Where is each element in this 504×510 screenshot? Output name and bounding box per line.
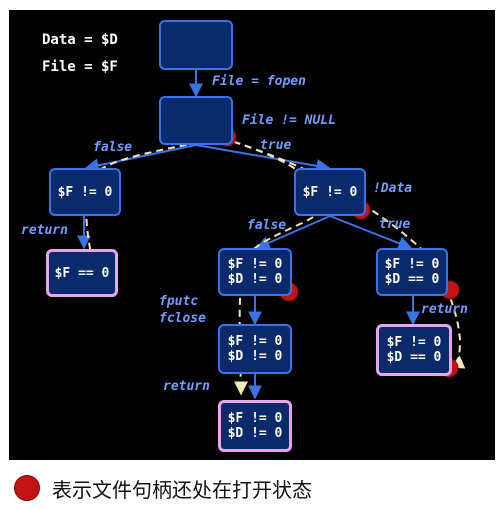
node-after-fputc: $F != 0 $D != 0: [218, 324, 292, 374]
edge-false1: [84, 144, 197, 173]
label-fopen: File = fopen: [212, 74, 306, 89]
node-return-right: $F != 0 $D == 0: [376, 324, 452, 376]
node-return-bottom: $F != 0 $D != 0: [218, 400, 292, 452]
legend-text: 表示文件句柄还处在打开状态: [52, 477, 312, 502]
node-f-null-return: $F == 0: [46, 249, 118, 297]
node-line: $D == 0: [384, 272, 440, 287]
node-line: $D != 0: [227, 426, 283, 441]
var-file: File = $F: [42, 59, 118, 75]
node-f-not-null-left: $F != 0: [49, 168, 121, 216]
legend-marker-icon: [14, 475, 40, 501]
node-line: $F != 0: [302, 184, 358, 200]
node-line: $F != 0: [227, 257, 283, 272]
node-line: $F != 0: [227, 411, 283, 426]
node-f-not-null-right: $F != 0: [294, 168, 366, 216]
label-true-1: true: [260, 138, 292, 153]
label-return-2: return: [163, 379, 210, 394]
node-data-true: $F != 0 $D == 0: [376, 248, 448, 296]
label-true-2: true: [379, 217, 411, 232]
label-fputc: fputc: [159, 294, 199, 309]
node-line: $F != 0: [227, 334, 283, 349]
var-data: Data = $D: [42, 32, 118, 48]
node-line: $D == 0: [386, 350, 442, 365]
diagram-canvas: [9, 10, 495, 460]
edge-true1: [195, 144, 331, 173]
label-false-2: false: [247, 218, 287, 233]
node-data-false: $F != 0 $D != 0: [218, 248, 292, 296]
label-not-null: File != NULL: [242, 113, 336, 128]
node-line: $F != 0: [386, 335, 442, 350]
node-start: [159, 20, 233, 70]
node-line: $D != 0: [227, 272, 283, 287]
label-not-data: !Data: [373, 181, 413, 196]
node-line: $D != 0: [227, 349, 283, 364]
node-line: $F == 0: [54, 265, 110, 281]
node-line: $F != 0: [57, 184, 113, 200]
label-fclose: fclose: [159, 311, 206, 326]
label-false-1: false: [93, 140, 133, 155]
label-return-1: return: [21, 223, 68, 238]
label-return-3: return: [421, 302, 468, 317]
edge-false2: [255, 215, 331, 250]
node-fopen: [159, 96, 233, 145]
node-line: $F != 0: [384, 257, 440, 272]
legend: 表示文件句柄还处在打开状态: [14, 471, 312, 505]
edge-true2: [329, 215, 413, 250]
